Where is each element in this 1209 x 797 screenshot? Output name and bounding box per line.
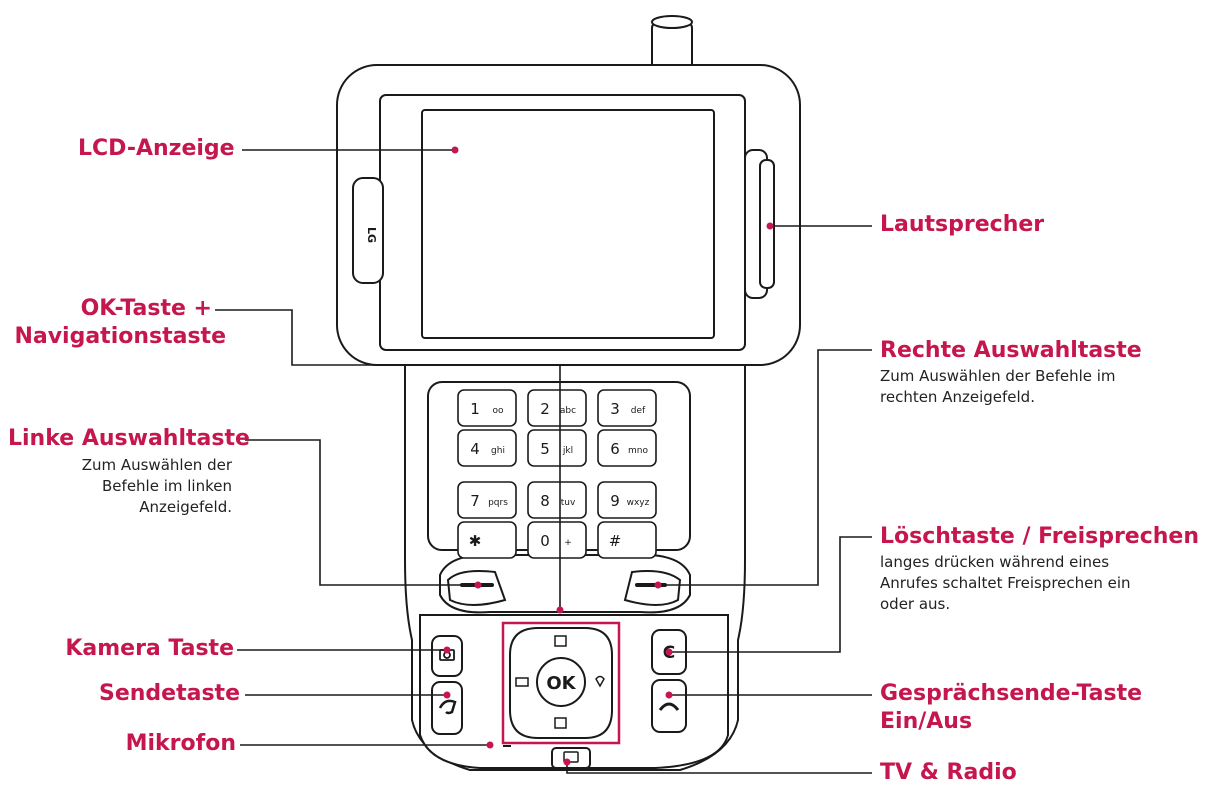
send-key[interactable] [431, 681, 463, 735]
label-send: Sendetaste [99, 681, 240, 706]
callout-tv [566, 762, 872, 774]
phone-end-icon [658, 702, 680, 711]
keypad-key-number: 6 [610, 440, 620, 458]
callout-left-soft [245, 439, 478, 586]
label-mic: Mikrofon [125, 731, 236, 756]
tv-radio-key[interactable] [551, 747, 591, 769]
phone-send-icon [438, 699, 457, 715]
message-icon [515, 677, 529, 687]
keypad-key[interactable] [457, 389, 517, 427]
desc-right-soft-1: Zum Auswählen der Befehle im [880, 367, 1116, 385]
keypad-key-letters: abc [560, 406, 576, 416]
keypad-key-letters: mno [628, 446, 648, 456]
heart-icon [595, 675, 605, 688]
lcd-display [421, 109, 715, 339]
keypad-key-letters: pqrs [488, 498, 508, 508]
keypad-key-number: 7 [470, 492, 480, 510]
ok-key[interactable] [536, 657, 586, 707]
antenna-top [651, 15, 693, 29]
brand-plate [352, 177, 384, 284]
keypad-key-letters: + [564, 538, 572, 548]
keypad-key-number: 4 [470, 440, 480, 458]
label-ok-nav-1: OK-Taste + [80, 296, 212, 321]
camera-key[interactable] [431, 635, 463, 677]
right-soft-key[interactable] [623, 570, 682, 606]
brand-logo: LG [365, 227, 378, 243]
label-lcd: LCD-Anzeige [78, 136, 235, 161]
keypad-key-letters: wxyz [627, 498, 650, 508]
ok-key-label: OK [546, 673, 576, 694]
label-speaker: Lautsprecher [880, 212, 1045, 237]
desc-clear-1: langes drücken während eines [880, 553, 1110, 571]
label-ok-nav-2: Navigationstaste [14, 324, 226, 349]
callout-clear [669, 536, 872, 653]
nav-highlight [501, 621, 621, 745]
end-key[interactable] [651, 679, 687, 733]
note-icon [554, 635, 567, 647]
keypad-key[interactable] [527, 429, 587, 467]
keypad-key[interactable] [457, 481, 517, 519]
keypad-key[interactable] [527, 389, 587, 427]
desc-left-soft-3: Anzeigefeld. [139, 498, 232, 516]
keypad-key-number: 8 [540, 492, 550, 510]
label-clear: Löschtaste / Freisprechen [880, 524, 1200, 549]
microphone [503, 745, 511, 747]
keypad-key[interactable] [597, 521, 657, 559]
label-end-1: Gesprächsende-Taste [880, 681, 1143, 706]
callout-right-soft [658, 349, 872, 586]
keypad-key-letters: jkl [562, 446, 573, 456]
keypad-key-letters: ghi [491, 446, 505, 456]
keypad-key-number: 1 [470, 400, 480, 418]
keypad-key-number: 9 [610, 492, 620, 510]
tv-icon [563, 751, 579, 763]
desc-clear-3: oder aus. [880, 595, 951, 613]
keypad-key-number: 3 [610, 400, 620, 418]
keypad-key-number: # [609, 532, 622, 550]
keypad-key[interactable] [527, 481, 587, 519]
callout-ok-nav [215, 309, 561, 610]
keypad-key[interactable] [597, 481, 657, 519]
desc-left-soft-1: Zum Auswählen der [81, 456, 232, 474]
keypad-key[interactable] [457, 429, 517, 467]
keypad-key[interactable] [597, 389, 657, 427]
calendar-icon [554, 717, 567, 729]
label-right-soft: Rechte Auswahltaste [880, 338, 1142, 363]
label-tv: TV & Radio [880, 760, 1017, 785]
antenna [651, 21, 693, 71]
keypad-key-letters: tuv [561, 498, 576, 508]
keypad-key-letters: oo [492, 406, 504, 416]
keypad-key-number: ✱ [469, 532, 482, 550]
keypad-keys: 1 oo 2 abc 3 def 4 ghi 5 jkl 6 mno 7 pqrs 8 tuv 9 wxyz ✱ 0 +… [457, 389, 657, 559]
keypad-key-number: 0 [540, 532, 550, 550]
keypad-key-number: 5 [540, 440, 550, 458]
keypad-key[interactable] [457, 521, 517, 559]
keypad-key[interactable] [597, 429, 657, 467]
desc-right-soft-2: rechten Anzeigefeld. [880, 388, 1035, 406]
label-left-soft: Linke Auswahltaste [8, 426, 250, 451]
label-camera: Kamera Taste [65, 636, 234, 661]
keypad-key-letters: def [631, 406, 646, 416]
desc-left-soft-2: Befehle im linken [102, 477, 232, 495]
label-end-2: Ein/Aus [880, 709, 973, 734]
desc-clear-2: Anrufes schaltet Freisprechen ein [880, 574, 1131, 592]
keypad-key[interactable] [527, 521, 587, 559]
keypad-key-number: 2 [540, 400, 550, 418]
